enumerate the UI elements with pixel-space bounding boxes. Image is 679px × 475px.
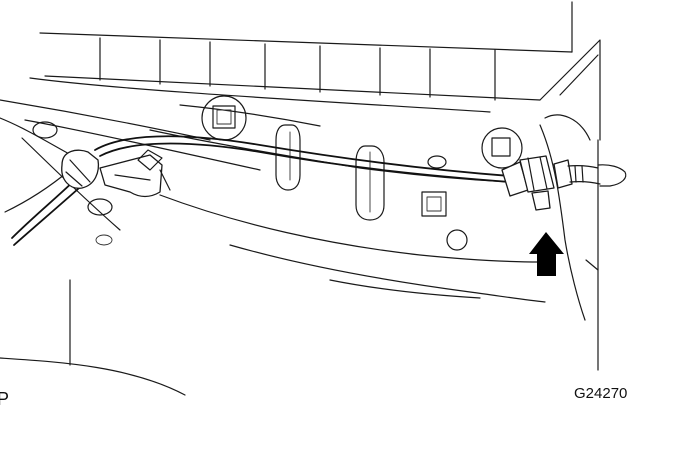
upper-panel [29,1,601,141]
arrow-up-icon [529,232,564,276]
sensor-fitting [501,155,627,211]
panel-holes [32,95,523,251]
cable-clip [61,149,171,198]
corner-letter: P [0,389,9,409]
body-panel [0,99,599,396]
figure-code: G24270 [574,385,627,402]
